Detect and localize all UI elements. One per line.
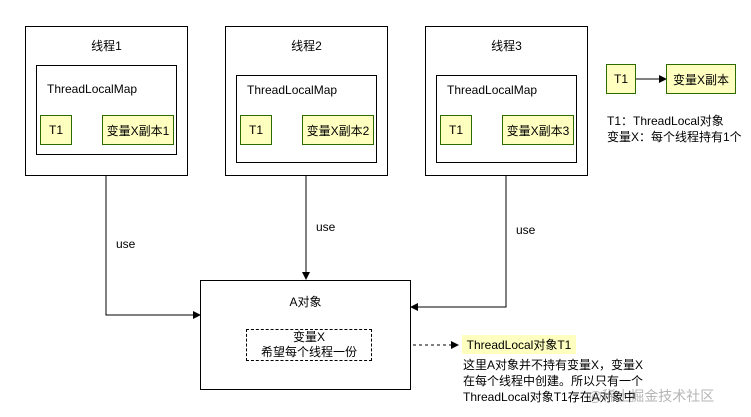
threadlocalmap-box: ThreadLocalMap T1 变量X副本2	[236, 75, 377, 163]
legend-key-t1: T1	[606, 64, 636, 94]
variable-x-box: 变量X 希望每个线程一份	[246, 329, 372, 361]
thread-title: 线程3	[491, 39, 522, 53]
thread-title: 线程1	[91, 39, 122, 53]
use-label-1: use	[116, 237, 136, 251]
map-value: 变量X副本3	[502, 115, 574, 145]
map-value: 变量X副本2	[302, 115, 374, 145]
use-arrow-3	[410, 176, 507, 311]
threadlocalmap-box: ThreadLocalMap T1 变量X副本1	[36, 65, 177, 155]
use-label-3: use	[516, 223, 536, 237]
watermark: @稀土掘金技术社区	[588, 388, 715, 404]
variable-x-desc: 希望每个线程一份	[260, 345, 357, 359]
threadlocalmap-label: ThreadLocalMap	[47, 82, 138, 96]
object-a-box: A对象 变量X 希望每个线程一份	[200, 280, 411, 390]
thread-box-1: 线程1 ThreadLocalMap T1 变量X副本1	[25, 26, 188, 176]
map-key-t1: T1	[440, 115, 472, 145]
threadlocalmap-box: ThreadLocalMap T1 变量X副本3	[436, 75, 577, 163]
map-value: 变量X副本1	[102, 115, 174, 145]
map-key-t1: T1	[240, 115, 272, 145]
use-label-2: use	[316, 220, 336, 234]
thread-title: 线程2	[291, 39, 322, 53]
threadlocal-t1-label: ThreadLocal对象T1	[462, 335, 576, 354]
legend-text-line1: T1：ThreadLocal对象	[607, 114, 724, 128]
note-line1: 这里A对象并不持有变量X，变量X	[463, 358, 644, 372]
thread-box-3: 线程3 ThreadLocalMap T1 变量X副本3	[425, 26, 588, 176]
object-a-title: A对象	[289, 295, 322, 309]
threadlocalmap-label: ThreadLocalMap	[447, 83, 538, 97]
note-line2: 在每个线程中创建。所以只有一个	[463, 374, 644, 388]
note-line3: ThreadLocal对象T1存在A对象中	[463, 390, 636, 404]
legend-value: 变量X副本	[666, 64, 736, 94]
variable-x-label: 变量X	[292, 330, 325, 344]
map-key-t1: T1	[40, 115, 72, 145]
use-arrow-1	[105, 176, 201, 319]
thread-box-2: 线程2 ThreadLocalMap T1 变量X副本2	[225, 26, 388, 176]
threadlocalmap-label: ThreadLocalMap	[247, 83, 338, 97]
legend-text-line2: 变量X：每个线程持有1个	[607, 130, 742, 144]
